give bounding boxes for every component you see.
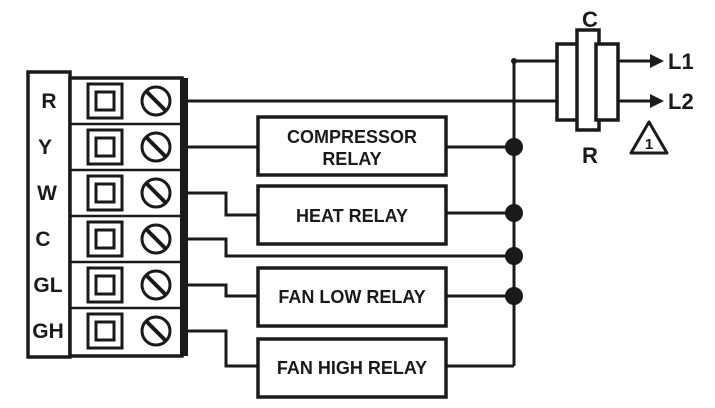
terminal-label-gh: GH: [32, 320, 64, 343]
fan-high-relay-label: FAN HIGH RELAY: [277, 358, 427, 378]
terminal-row-y: [86, 128, 172, 166]
fan-high-relay: FAN HIGH RELAY: [256, 337, 448, 399]
terminal-label-y: Y: [38, 136, 52, 159]
terminal-label-c: C: [35, 228, 50, 251]
screw-terminal-icon: [140, 223, 172, 255]
screw-terminal-icon: [140, 315, 172, 347]
square-terminal-icon: [86, 82, 124, 120]
line-label-l2: L2: [668, 89, 694, 114]
warning-triangle-icon: 1: [629, 120, 669, 155]
terminal-row-gl: [86, 266, 172, 304]
screw-terminal-icon: [140, 269, 172, 301]
terminal-label-r: R: [41, 90, 56, 113]
junction-dot: [505, 204, 523, 222]
square-terminal-icon: [86, 266, 124, 304]
fan-low-relay-box: [256, 266, 448, 328]
screw-terminal-icon: [140, 85, 172, 117]
square-terminal-icon: [86, 312, 124, 350]
square-terminal-icon: [86, 220, 124, 258]
arrow-right-icon: [650, 94, 664, 108]
compressor-relay: COMPRESSOR RELAY: [256, 115, 448, 177]
terminal-row-c: [86, 220, 172, 258]
junction-dot: [505, 138, 523, 156]
wire-w: [188, 191, 258, 217]
terminal-row-dividers: [70, 122, 182, 310]
screw-terminal-icon: [140, 131, 172, 163]
note-number: 1: [645, 136, 653, 153]
screw-terminal-icon: [140, 177, 172, 209]
terminal-label-gl: GL: [33, 274, 62, 297]
junction-dot: [505, 287, 523, 305]
heat-relay: HEAT RELAY: [256, 184, 448, 246]
terminal-row-r: [86, 82, 172, 120]
bus-corner: [511, 58, 517, 64]
wiring: [188, 58, 557, 368]
wire-gh: [188, 329, 258, 368]
arrow-right-icon: [650, 54, 664, 68]
compressor-relay-box: [256, 115, 448, 177]
terminal-block: R Y W C GL GH: [26, 70, 188, 359]
heat-relay-label: HEAT RELAY: [296, 206, 408, 226]
terminal-row-w: [86, 174, 172, 212]
fan-high-relay-box: [256, 337, 448, 399]
wire-gl: [188, 283, 258, 298]
square-terminal-icon: [86, 128, 124, 166]
terminal-label-w: W: [37, 182, 57, 205]
transformer-secondary-winding: [594, 42, 620, 122]
terminal-row-gh: [86, 312, 172, 350]
fan-low-relay: FAN LOW RELAY: [256, 266, 448, 328]
wire-c: [188, 237, 514, 258]
fan-low-relay-label: FAN LOW RELAY: [278, 287, 425, 307]
compressor-relay-label-line2: RELAY: [322, 149, 381, 169]
heat-relay-box: [256, 184, 448, 246]
transformer: C R L1 L2: [555, 7, 694, 168]
compressor-relay-label-line1: COMPRESSOR: [287, 127, 417, 147]
square-terminal-icon: [86, 174, 124, 212]
transformer-bottom-label: R: [582, 143, 598, 168]
terminal-label-strip: [26, 70, 72, 359]
line-label-l1: L1: [668, 49, 694, 74]
transformer-top-label: C: [582, 7, 598, 32]
terminal-block-edge: [180, 78, 188, 356]
junction-dot: [505, 247, 523, 265]
